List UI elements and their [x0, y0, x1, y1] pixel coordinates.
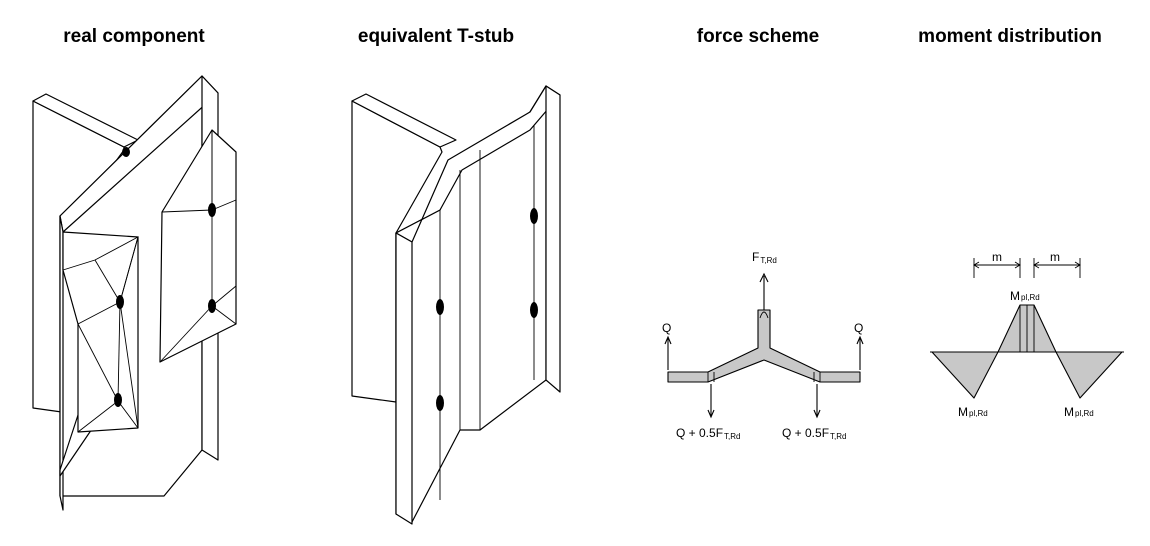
moment-triangle-right: [1055, 351, 1123, 399]
equivalent-tstub-drawing: [351, 85, 561, 525]
moment-right-label: Mpl,Rd: [1064, 405, 1094, 419]
arrow-down-icon: [813, 409, 821, 419]
moment-top-label: Mpl,Rd: [1010, 289, 1040, 303]
dim-left-label: m: [992, 250, 1002, 264]
right-yield-region: [159, 129, 237, 363]
moment-triangle-left: [931, 351, 999, 399]
bolt-icon: [208, 203, 216, 217]
heading-equivalent-tstub: equivalent T-stub: [357, 26, 515, 47]
heading-moment-distribution: moment distribution: [918, 26, 1102, 47]
prying-left-label: Q: [662, 321, 671, 335]
arrow-up-icon: [664, 335, 672, 345]
heading-force-scheme: force scheme: [696, 26, 820, 47]
real-component-drawing: [32, 75, 237, 511]
bolt-icon: [208, 299, 216, 313]
bolt-icon: [114, 393, 122, 407]
dim-right-label: m: [1050, 250, 1060, 264]
bolt-icon: [436, 395, 444, 411]
force-scheme-drawing: FT,Rd Q Q Q + 0.5FT,Rd Q + 0.5FT,Rd: [662, 250, 864, 441]
moment-distribution-drawing: m m Mpl,Rd Mpl,Rd Mpl,Rd: [930, 250, 1124, 419]
tstub-web-top: [351, 93, 457, 148]
deformed-tstub: [667, 309, 861, 383]
end-plate-left-edge: [59, 215, 64, 511]
bolt-icon: [122, 147, 130, 157]
arrow-down-icon: [707, 409, 715, 419]
moment-left-label: Mpl,Rd: [958, 405, 988, 419]
bolt-icon: [436, 299, 444, 315]
tstub-flange-side: [545, 85, 561, 393]
arrow-up-icon: [856, 335, 864, 345]
bolt-icon: [116, 295, 124, 309]
tstub-flange-left-edge: [395, 232, 413, 525]
force-top-label: FT,Rd: [752, 250, 777, 265]
prying-right-label: Q: [854, 321, 863, 335]
arrow-up-icon: [759, 272, 769, 283]
bolt-icon: [530, 208, 538, 224]
bolt-right-label: Q + 0.5FT,Rd: [782, 426, 846, 441]
heading-real-component: real component: [63, 26, 205, 47]
bolt-left-label: Q + 0.5FT,Rd: [676, 426, 740, 441]
bolt-icon: [530, 302, 538, 318]
